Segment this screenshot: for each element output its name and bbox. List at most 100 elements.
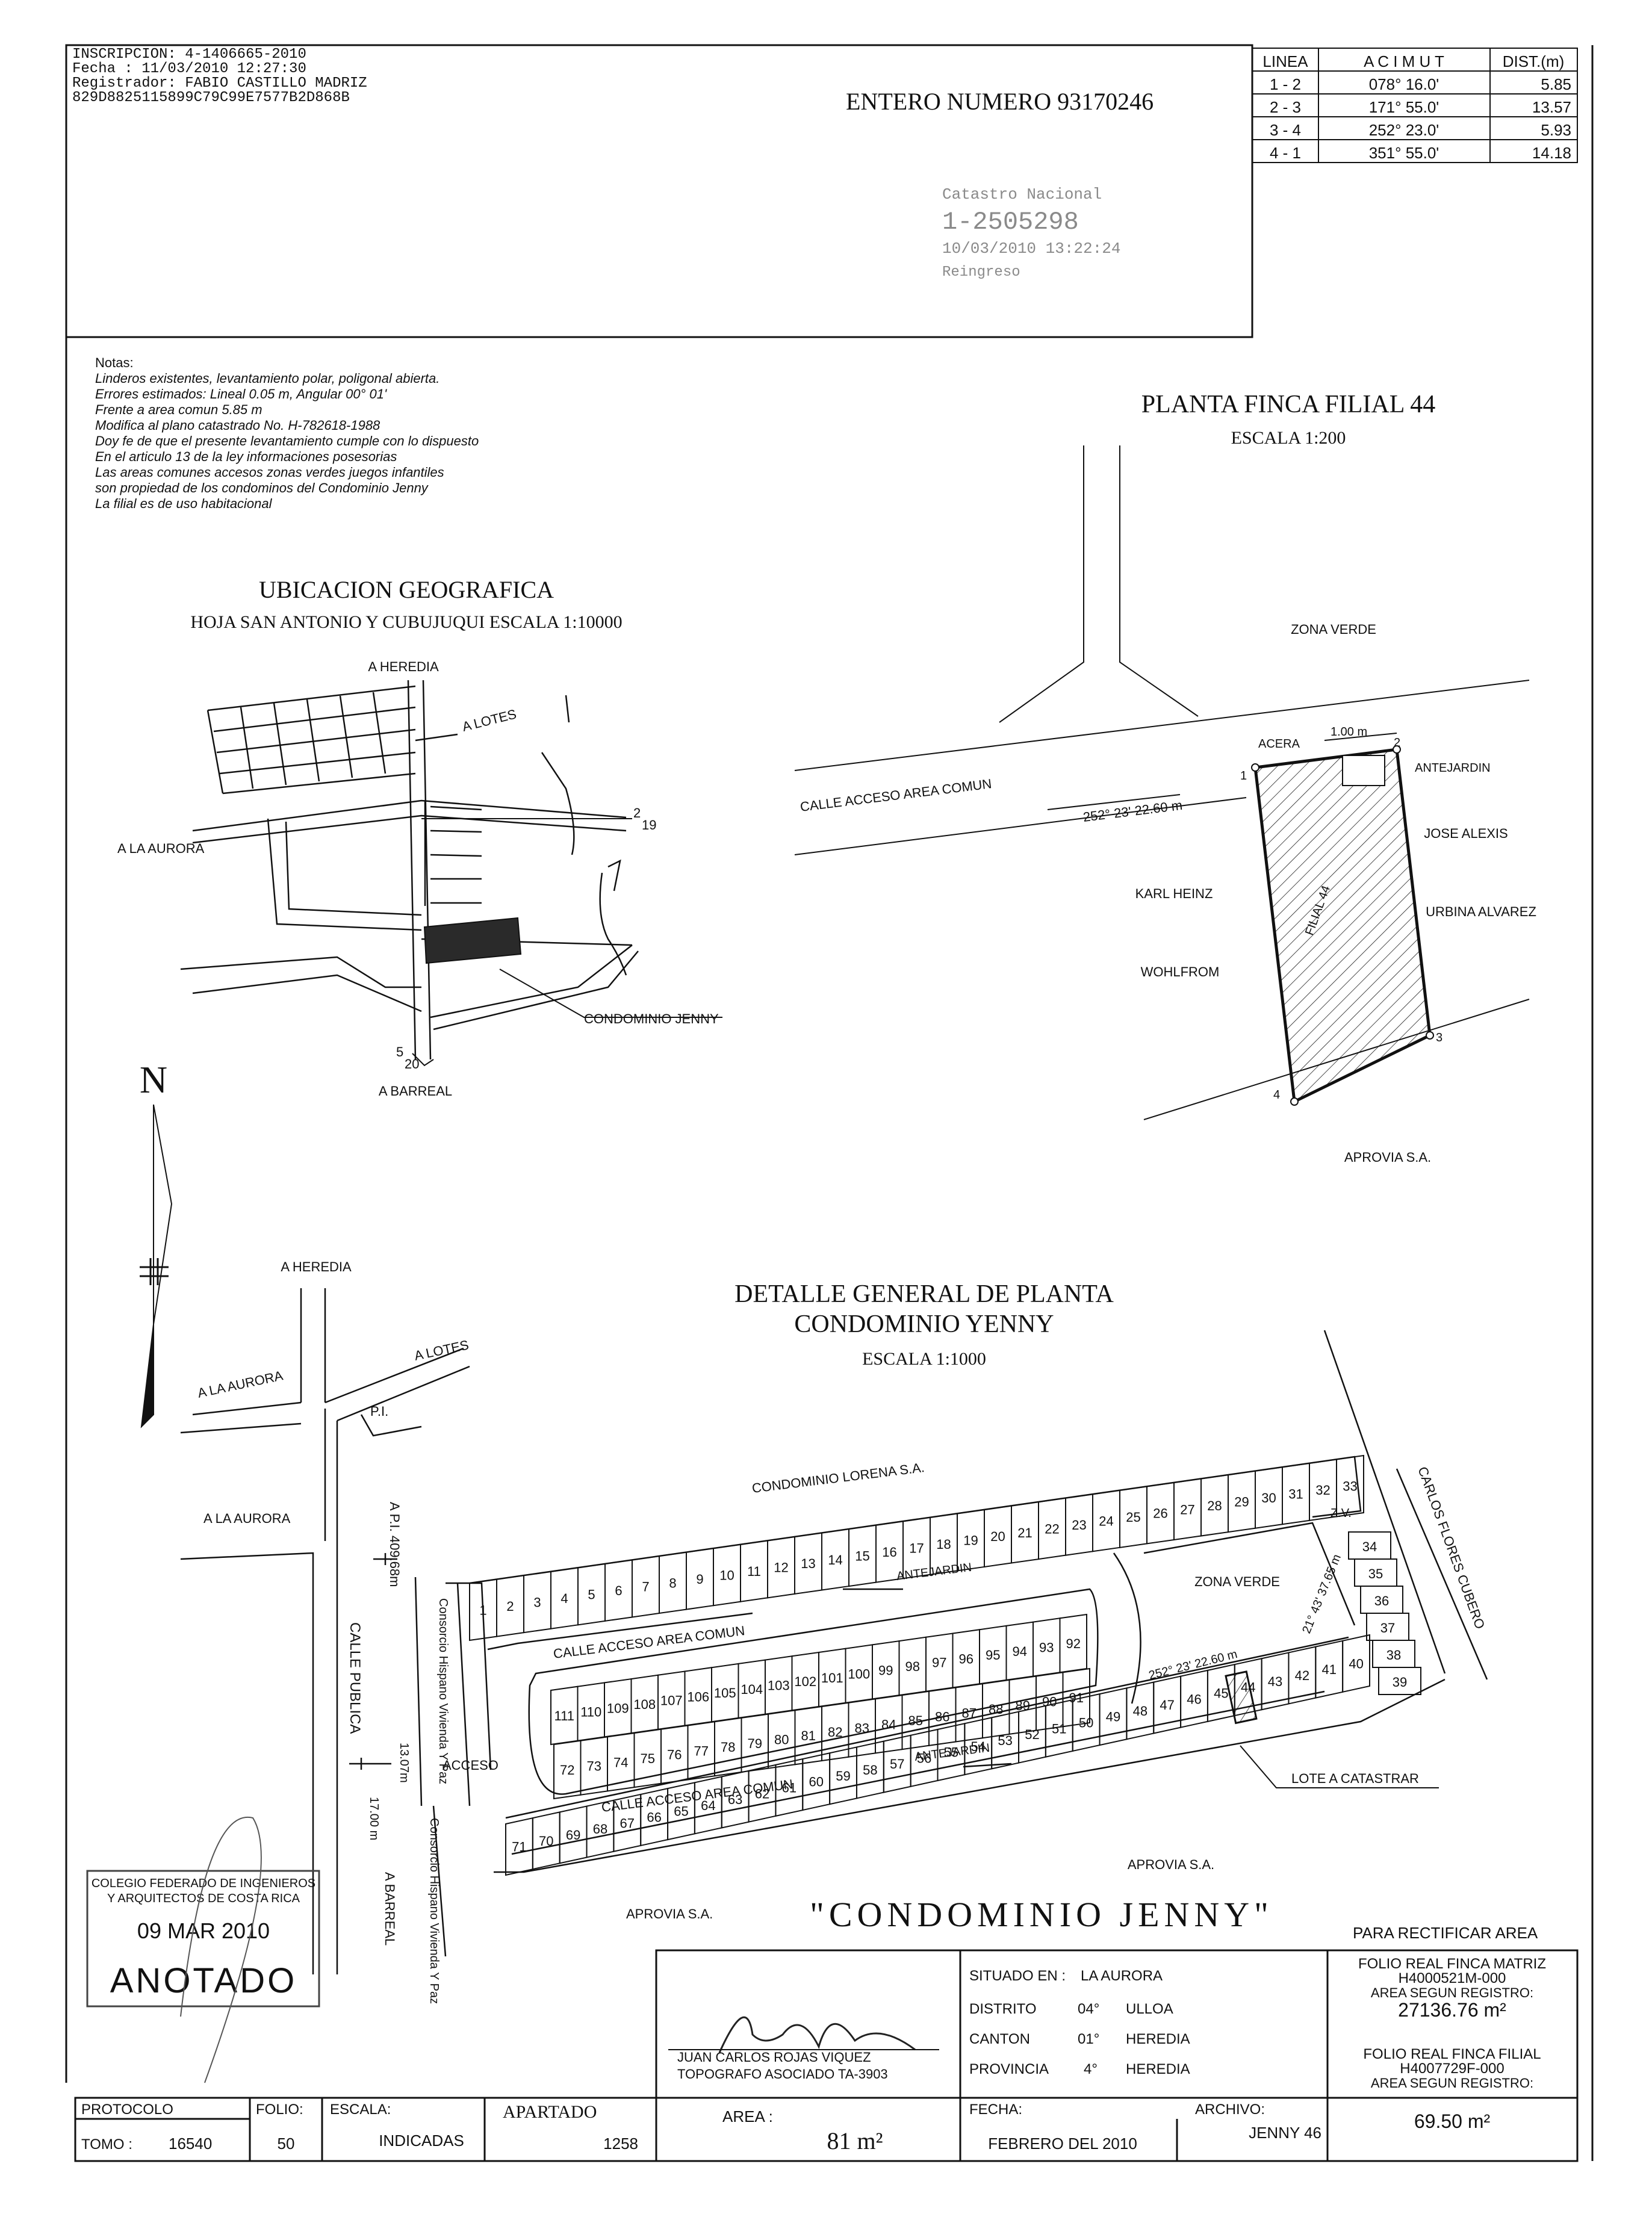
- note-line: En el articulo 13 de la ley informacione…: [95, 449, 397, 464]
- label-a-barreal: A BARREAL: [382, 1872, 397, 1946]
- lot-number-inner-bottom: 84: [881, 1717, 896, 1732]
- label-dim: 1.00 m: [1331, 725, 1367, 739]
- lot-number-bottom: 61: [782, 1780, 796, 1795]
- lot-number-inner-top: 110: [580, 1705, 601, 1720]
- lot-number-top: 24: [1099, 1514, 1113, 1529]
- lot-number-bottom: 66: [647, 1810, 661, 1825]
- distrito-value: ULLOA: [1126, 2001, 1173, 2017]
- note-line: Errores estimados: Lineal 0.05 m, Angula…: [95, 386, 387, 402]
- lot-number-bottom: 64: [701, 1798, 715, 1813]
- note-line: son propiedad de los condominos del Cond…: [95, 480, 429, 495]
- lot-number-inner-bottom: 87: [962, 1705, 977, 1720]
- lot-number-top: 31: [1288, 1487, 1303, 1502]
- lot-number-inner-bottom: 73: [587, 1759, 601, 1774]
- lot-number-top: 4: [560, 1591, 568, 1606]
- roads: [180, 680, 639, 1060]
- lot-number-bottom: 60: [809, 1775, 823, 1790]
- label-bearing-1: 252° 23' 22.60 m: [1147, 1648, 1239, 1682]
- lot-number-top: 19: [963, 1533, 978, 1548]
- lot-number-inner-bottom: 86: [935, 1710, 949, 1725]
- lot-number-top: 3: [533, 1595, 541, 1610]
- lot-number-inner-bottom: 74: [613, 1755, 628, 1770]
- apartado-label: APARTADO: [503, 2102, 597, 2122]
- lot-number-inner-bottom: 82: [828, 1725, 842, 1740]
- table-header-acimut: A C I M U T: [1364, 52, 1444, 70]
- apartado-value: 1258: [603, 2135, 638, 2153]
- lot-number-inner-top: 109: [607, 1701, 629, 1716]
- lot-number-top: 16: [882, 1545, 896, 1560]
- stamp-line-2: Y ARQUITECTOS DE COSTA RICA: [107, 1892, 300, 1905]
- city-grid: [206, 685, 416, 795]
- lot-number-bottom: 57: [890, 1757, 904, 1772]
- label-aprovia: APROVIA S.A.: [1344, 1150, 1431, 1165]
- lot-number-top: 14: [828, 1552, 842, 1567]
- folio-matriz-num: H4000521M-000: [1399, 1970, 1506, 1986]
- label-calle: CALLE ACCESO AREA COMUN: [800, 776, 993, 814]
- lot-cell: [1378, 1667, 1421, 1695]
- detalle-title-2: CONDOMINIO YENNY: [794, 1310, 1054, 1338]
- lot-number-inner-top: 107: [660, 1693, 683, 1708]
- label-antejardin-1: ANTEJARDIN: [896, 1561, 972, 1583]
- lot-cell: [1062, 1667, 1090, 1728]
- surveyor-title: TOPOGRAFO ASOCIADO TA-3903: [677, 2067, 888, 2082]
- lot-number-bottom: 51: [1052, 1721, 1066, 1736]
- label-a-la-aurora-1: A LA AURORA: [196, 1368, 285, 1401]
- ubicacion-subtitle: HOJA SAN ANTONIO Y CUBUJUQUI ESCALA 1:10…: [190, 612, 622, 632]
- label-antejardin: ANTEJARDIN: [1415, 761, 1491, 775]
- lot-number-bottom: 52: [1025, 1727, 1039, 1742]
- stamp-anotado: ANOTADO: [110, 1961, 297, 2000]
- lot-number-inner-bottom: 90: [1042, 1694, 1057, 1709]
- area-label: AREA :: [722, 2107, 773, 2126]
- lot-number-inner-top: 93: [1039, 1640, 1054, 1655]
- lot-number-top: 10: [719, 1567, 734, 1583]
- surveyor-name: JUAN CARLOS ROJAS VIQUEZ: [677, 2050, 871, 2065]
- area-value: 81 m²: [827, 2127, 883, 2154]
- archivo-label: ARCHIVO:: [1195, 2101, 1265, 2118]
- note-line: Modifica al plano catastrado No. H-78261…: [95, 418, 380, 433]
- provincia-label: PROVINCIA: [969, 2061, 1049, 2077]
- lot-number-top: 32: [1315, 1483, 1330, 1498]
- label-consorcio-1: Consorcio Hispano Vivienda Y Paz: [436, 1598, 450, 1784]
- table-header-linea: LINEA: [1262, 52, 1308, 70]
- lot-number-inner-top: 96: [959, 1651, 974, 1666]
- lot-number-top: 21: [1017, 1525, 1032, 1540]
- entero-numero: ENTERO NUMERO 93170246: [846, 88, 1154, 115]
- table-cell: 13.57: [1532, 98, 1571, 116]
- label-a-la-aurora: A LA AURORA: [117, 841, 205, 856]
- lot-number-right: 39: [1393, 1675, 1407, 1690]
- lot-number-bottom: 68: [593, 1822, 607, 1837]
- planta-filial-44: PLANTA FINCA FILIAL 44 ESCALA 1:200 ZONA…: [794, 391, 1536, 1165]
- canton-label: CANTON: [969, 2031, 1030, 2047]
- rectificar-label: PARA RECTIFICAR AREA: [1353, 1924, 1538, 1942]
- label-carlos-flores: CARLOS FLORES CUBERO: [1415, 1465, 1488, 1631]
- stamp-date: 09 MAR 2010: [137, 1918, 270, 1943]
- lot-number-bottom: 69: [566, 1828, 580, 1843]
- lot-number-right: 34: [1362, 1539, 1377, 1554]
- escala-value: INDICADAS: [379, 2132, 464, 2150]
- lot-number-bottom: 44: [1241, 1680, 1255, 1695]
- lot-number-top: 2: [506, 1599, 514, 1614]
- condominio-block: [423, 917, 522, 964]
- notes-title: Notas:: [95, 355, 134, 370]
- catastro-label: Catastro Nacional: [942, 185, 1102, 203]
- point-4: 4: [1273, 1088, 1280, 1102]
- canton-value: HEREDIA: [1126, 2031, 1190, 2047]
- table-cell: 5.93: [1541, 121, 1571, 139]
- lot-number-inner-bottom: 72: [560, 1763, 574, 1778]
- colegio-stamp: COLEGIO FEDERADO DE INGENIEROS Y ARQUITE…: [86, 1816, 320, 2083]
- distrito-num: 04°: [1078, 2001, 1099, 2017]
- label-zona-verde: ZONA VERDE: [1194, 1574, 1280, 1589]
- north-arrow: N: [140, 1058, 173, 1428]
- lot-number-bottom: 47: [1160, 1698, 1174, 1713]
- grid-label: 20: [405, 1056, 419, 1071]
- detalle-title-1: DETALLE GENERAL DE PLANTA: [734, 1280, 1114, 1308]
- lot-number-inner-top: 100: [848, 1667, 870, 1682]
- label-zona-verde: ZONA VERDE: [1291, 622, 1376, 637]
- canton-num: 01°: [1078, 2031, 1099, 2047]
- ubicacion-title: UBICACION GEOGRAFICA: [259, 576, 554, 603]
- lot-number-inner-top: 105: [714, 1685, 736, 1701]
- label-lorena: CONDOMINIO LORENA S.A.: [751, 1460, 925, 1496]
- situado-value: LA AURORA: [1081, 1968, 1163, 1984]
- registry-line-1: INSCRIPCION: 4-1406665-2010: [72, 46, 306, 63]
